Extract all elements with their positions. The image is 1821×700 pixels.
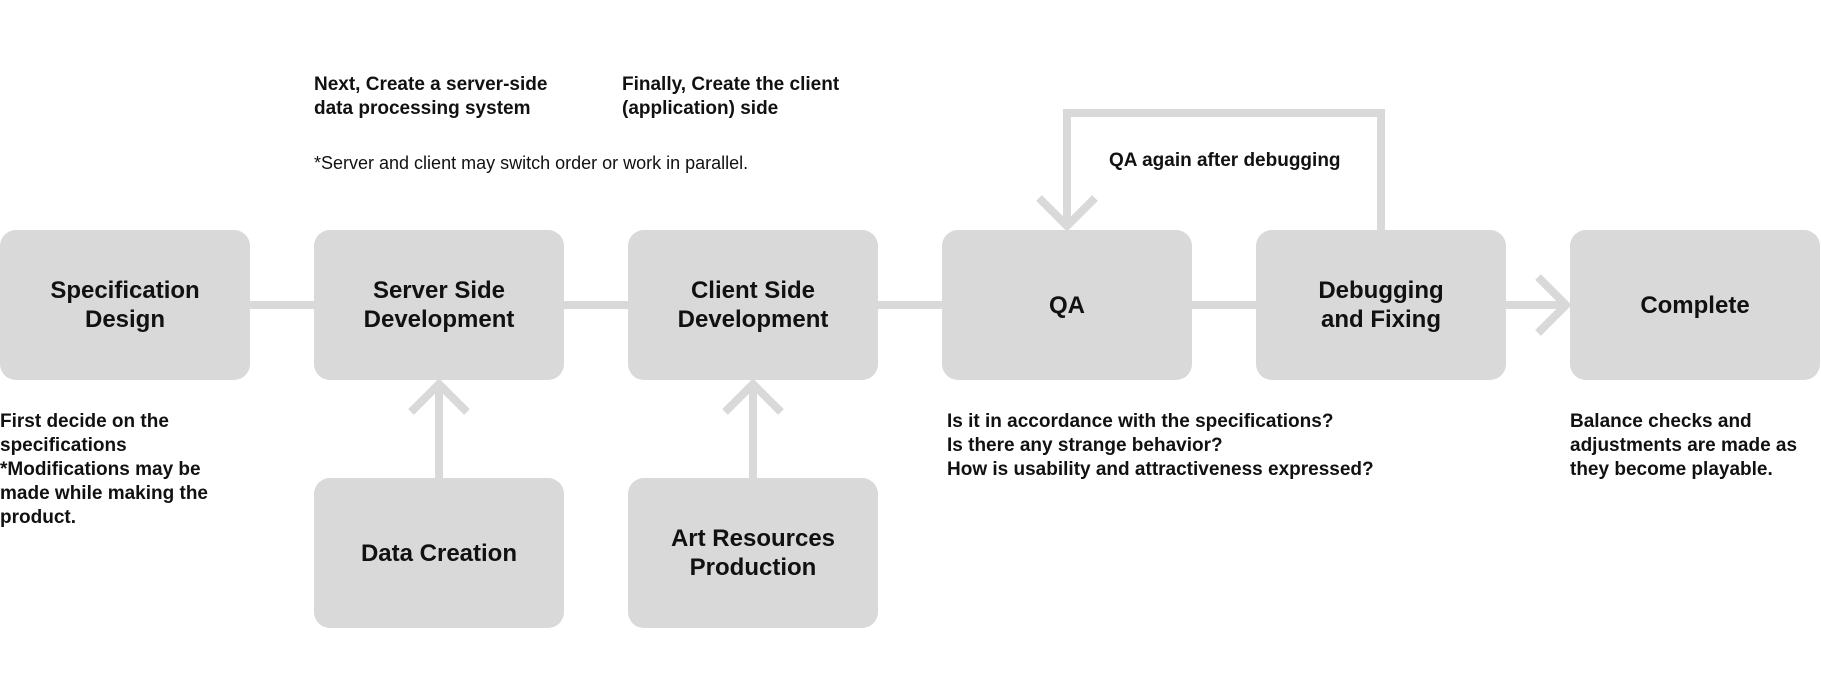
note-line: specifications	[0, 435, 127, 456]
box-label-line: Production	[689, 554, 817, 581]
arrowhead-server	[408, 378, 470, 415]
note-specification: First decide on the specifications *Modi…	[0, 410, 208, 530]
box-label-line: Development	[363, 306, 515, 333]
note-line: adjustments are made as	[1570, 435, 1798, 456]
note-line: made while making the	[0, 483, 208, 504]
box-label-line: QA	[1049, 291, 1085, 319]
box-label-line: Development	[677, 306, 829, 333]
box-label-line: Client Side	[690, 277, 815, 304]
note-qa-checks: Is it in accordance with the specificati…	[947, 410, 1374, 482]
note-line: product.	[0, 507, 76, 528]
note-line: First decide on the	[0, 411, 169, 432]
note-complete: Balance checks and adjustments are made …	[1570, 410, 1797, 482]
note-line: Next, Create a server-side	[314, 74, 548, 95]
note-line: Balance checks and	[1570, 411, 1752, 432]
note-line: they become playable.	[1570, 459, 1773, 480]
arrowhead-client	[722, 378, 784, 415]
note-line: (application) side	[622, 98, 779, 119]
note-qa-loop: QA again after debugging	[1109, 149, 1341, 173]
arrowhead-complete	[1535, 274, 1572, 336]
note-line: data processing system	[314, 98, 531, 119]
note-line: *Modifications may be	[0, 459, 201, 480]
note-line: Is there any strange behavior?	[947, 435, 1223, 456]
box-label-line: Server Side	[372, 277, 506, 304]
box-label-line: Art Resources	[670, 525, 836, 552]
note-line: QA again after debugging	[1109, 150, 1341, 171]
box-complete: Complete	[1570, 230, 1820, 380]
note-line: Finally, Create the client	[622, 74, 840, 95]
note-line: How is usability and attractiveness expr…	[947, 459, 1374, 480]
box-data-creation: Data Creation	[314, 478, 564, 628]
box-label-line: Complete	[1640, 291, 1750, 319]
box-qa: QA	[942, 230, 1192, 380]
loop-back-connector	[1063, 109, 1385, 230]
note-line: Is it in accordance with the specificati…	[947, 411, 1334, 432]
note-client-side: Finally, Create the client (application)…	[622, 73, 839, 121]
arrowhead-qa	[1036, 195, 1098, 232]
note-order: *Server and client may switch order or w…	[314, 151, 748, 175]
box-label-line: and Fixing	[1321, 306, 1441, 333]
box-label-line: Design	[84, 306, 165, 333]
note-line: *Server and client may switch order or w…	[314, 153, 749, 173]
note-server-side: Next, Create a server-side data processi…	[314, 73, 547, 121]
box-label-line: Data Creation	[360, 539, 518, 567]
box-label-line: Specification	[50, 277, 200, 304]
box-label-line: Debugging	[1318, 277, 1444, 304]
